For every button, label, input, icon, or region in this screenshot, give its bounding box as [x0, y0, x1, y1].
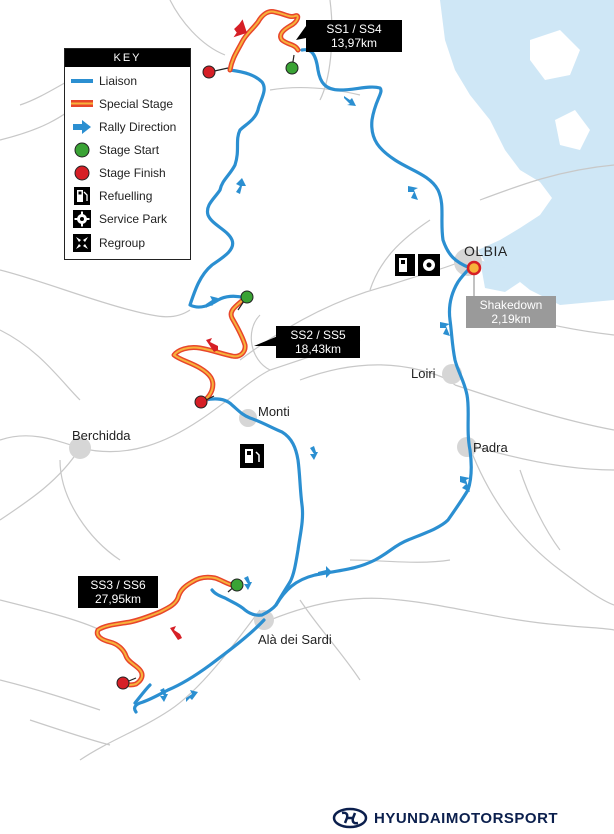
- key-item-regroup: Regroup: [65, 233, 145, 253]
- regroup-icon: [71, 233, 93, 253]
- stage-label-ss2: SS2 / SS5 18,43km: [276, 326, 360, 358]
- ss2-start-dot-icon: [240, 290, 254, 304]
- stage-distance: 13,97km: [330, 36, 378, 50]
- liaison-route: [133, 48, 473, 714]
- town-monti: Monti: [258, 404, 290, 419]
- ss3-finish-dot-icon: [116, 676, 130, 690]
- gear-icon: [71, 209, 93, 229]
- hyundai-logo-icon: [332, 807, 368, 829]
- ss3-start-dot-icon: [230, 578, 244, 592]
- key-label: Service Park: [99, 212, 168, 226]
- town-ala-dei-sardi: Alà dei Sardi: [258, 632, 332, 647]
- stage-name: SS2 / SS5: [290, 328, 346, 342]
- stage-distance: 2,19km: [491, 312, 531, 326]
- stage-name: SS3 / SS6: [90, 578, 146, 592]
- town-olbia: OLBIA: [464, 243, 508, 259]
- stage-direction-arrows: [170, 19, 247, 640]
- key-label: Stage Finish: [99, 166, 166, 180]
- special-stage-line-icon: [71, 94, 93, 114]
- key-label: Regroup: [99, 236, 146, 250]
- shakedown-label: Shakedown 2,19km: [466, 296, 556, 328]
- key-label: Refuelling: [99, 189, 153, 203]
- ss1-finish-dot-icon: [202, 65, 216, 79]
- stage-distance: 27,95km: [94, 592, 142, 606]
- monti-fuel-icon: [240, 444, 264, 468]
- key-item-service-park: Service Park: [65, 209, 167, 229]
- stage-name: Shakedown: [479, 298, 543, 312]
- key-item-stage-finish: Stage Finish: [65, 163, 166, 183]
- key-title: KEY: [65, 49, 190, 67]
- stage-label-ss3: SS3 / SS6 27,95km: [78, 576, 158, 608]
- map-key: KEY Liaison Special Stage Rally Directio…: [64, 48, 191, 260]
- sea: [440, 0, 614, 305]
- town-berchidda: Berchidda: [72, 428, 131, 443]
- key-label: Stage Start: [99, 143, 160, 157]
- rally-direction-arrows: [160, 96, 470, 702]
- shakedown-marker: [466, 260, 482, 297]
- key-label: Rally Direction: [99, 120, 177, 134]
- ss1-start-dot-icon: [285, 61, 299, 75]
- green-dot-icon: [71, 140, 93, 160]
- key-label: Liaison: [99, 74, 138, 88]
- liaison-line-icon: [71, 71, 93, 91]
- olbia-service-icons: [395, 254, 440, 276]
- fuel-pump-icon: [71, 186, 93, 206]
- stage-distance: 18,43km: [294, 342, 342, 356]
- key-item-rally-direction: Rally Direction: [65, 117, 176, 137]
- key-item-refuelling: Refuelling: [65, 186, 152, 206]
- brand-name: HYUNDAI: [374, 809, 446, 827]
- town-loiri: Loiri: [411, 366, 436, 381]
- town-padra: Padra: [473, 440, 508, 455]
- key-item-special-stage: Special Stage: [65, 94, 173, 114]
- stage-name: SS1 / SS4: [326, 22, 382, 36]
- key-item-stage-start: Stage Start: [65, 140, 159, 160]
- key-item-liaison: Liaison: [65, 71, 137, 91]
- stage-label-ss1: SS1 / SS4 13,97km: [306, 20, 402, 52]
- ss2-finish-dot-icon: [194, 395, 208, 409]
- hyundai-motorsport-logo: HYUNDAI MOTORSPORT: [332, 806, 558, 830]
- brand-motorsport: MOTORSPORT: [445, 809, 559, 827]
- stage-markers: [116, 54, 299, 690]
- roads: [0, 0, 614, 761]
- special-stages: [94, 9, 301, 688]
- red-dot-icon: [71, 163, 93, 183]
- arrow-icon: [71, 117, 93, 137]
- key-label: Special Stage: [99, 97, 174, 111]
